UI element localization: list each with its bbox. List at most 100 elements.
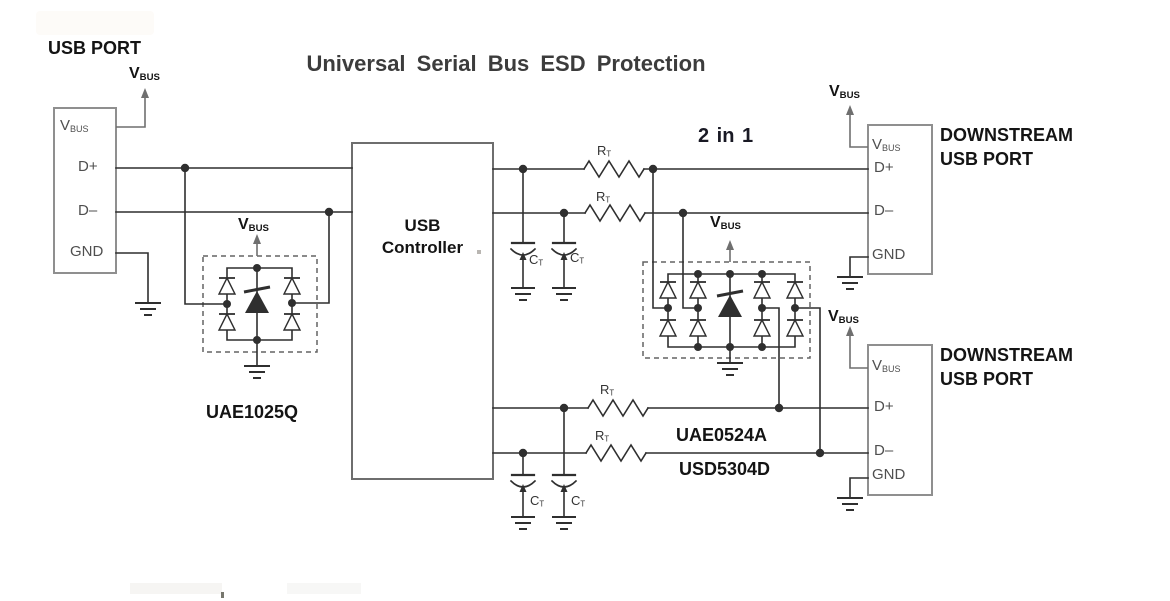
esd-right-part-number-2: USD5304D — [679, 459, 771, 479]
diode-icon — [658, 280, 678, 299]
ground-icon — [837, 276, 863, 290]
upstream-port-title: USB PORT — [48, 38, 142, 58]
two-in-one-annotation: 2 in 1 — [698, 125, 754, 147]
junction-dot — [694, 343, 702, 351]
termination-capacitors — [509, 168, 578, 518]
downstream-port-2-title: DOWNSTREAM USB PORT — [940, 343, 1073, 391]
capacitor-icon — [509, 168, 537, 289]
pin-label-dminus-downstream-2: D– — [874, 442, 894, 459]
resistor-icon — [582, 159, 646, 179]
junction-dot — [774, 403, 784, 413]
diode-icon — [217, 312, 237, 331]
ground-icon — [837, 497, 863, 511]
diode-icon — [785, 280, 805, 299]
downstream-port-1-box — [867, 124, 933, 275]
junction-dot — [518, 448, 528, 458]
resistor-ref-label: RT — [596, 189, 611, 205]
junction-dot — [180, 163, 190, 173]
junction-dot — [726, 343, 734, 351]
esd-right-dashed-box — [642, 261, 811, 359]
vbus-stubs — [116, 88, 868, 369]
capacitor-ref-label: CT — [529, 252, 544, 268]
vbus-net-label: VBUS — [710, 214, 741, 233]
junction-dots — [180, 163, 825, 458]
junction-dot — [694, 270, 702, 278]
usb-controller-label: USB Controller — [352, 215, 493, 259]
arrow-up-icon — [253, 234, 261, 244]
capacitor-icon — [550, 407, 578, 518]
ground-icon — [552, 287, 576, 301]
artifact-tick — [221, 592, 224, 598]
pin-label-gnd-downstream-1: GND — [872, 246, 906, 263]
junction-dot — [758, 304, 766, 312]
steering-diodes — [217, 276, 805, 337]
diode-icon — [752, 318, 772, 337]
pin-label-vbus-downstream-2: VBUS — [872, 357, 901, 374]
downstream-port-1-title-line2: USB PORT — [940, 149, 1034, 169]
ground-icon — [552, 516, 576, 530]
diode-icon — [785, 318, 805, 337]
junction-dot — [758, 343, 766, 351]
resistor-icon — [586, 398, 650, 418]
vbus-net-label: VBUS — [829, 83, 860, 102]
pin-label-gnd-upstream: GND — [70, 243, 104, 260]
artifact-dot — [477, 250, 481, 254]
ground-icon — [511, 287, 535, 301]
resistor-icon — [583, 203, 647, 223]
upstream-usb-port-box — [53, 107, 117, 274]
junction-dot — [559, 403, 569, 413]
termination-resistors — [582, 159, 650, 463]
junction-dot — [758, 270, 766, 278]
capacitor-icon — [550, 212, 578, 289]
capacitor-ref-label: CT — [571, 493, 586, 509]
junction-dot — [288, 299, 296, 307]
ground-icon — [717, 362, 743, 376]
junction-dot — [726, 270, 734, 278]
junction-dot — [324, 207, 334, 217]
pin-label-gnd-downstream-2: GND — [872, 466, 906, 483]
resistor-ref-label: RT — [600, 382, 615, 398]
resistor-ref-label: RT — [597, 143, 612, 159]
usb-controller-label-line2: Controller — [381, 238, 464, 257]
pin-label-dminus-upstream: D– — [78, 202, 98, 219]
arrow-up-icon — [846, 105, 854, 115]
capacitor-ref-label: CT — [570, 250, 585, 266]
diode-icon — [282, 312, 302, 331]
usb-controller-box — [351, 142, 494, 480]
downstream-port-2-title-line2: USB PORT — [940, 369, 1034, 389]
pin-label-vbus-downstream-1: VBUS — [872, 136, 901, 153]
ground-icon — [244, 365, 270, 379]
downstream-port-1-title-line1: DOWNSTREAM — [940, 125, 1073, 145]
arrow-up-icon — [846, 326, 854, 336]
pin-label-dplus-downstream-1: D+ — [874, 159, 894, 176]
junction-dot — [518, 164, 528, 174]
junction-dot — [815, 448, 825, 458]
diode-icon — [282, 276, 302, 295]
vbus-net-label: VBUS — [129, 65, 160, 84]
junction-dot — [253, 264, 261, 272]
tvs-diodes — [243, 285, 744, 317]
resistor-icon — [584, 443, 648, 463]
resistor-ref-label: RT — [595, 428, 610, 444]
diagram-title: Universal Serial Bus ESD Protection — [306, 51, 706, 76]
vbus-net-label: VBUS — [238, 216, 269, 235]
diode-icon — [217, 276, 237, 295]
esd-left-part-number: UAE1025Q — [206, 402, 299, 422]
junction-dot — [678, 208, 688, 218]
artifact-smudge — [130, 583, 222, 594]
tvs-diode-icon — [716, 289, 744, 317]
ground-symbols — [135, 276, 863, 530]
pin-label-dplus-downstream-2: D+ — [874, 398, 894, 415]
usb-controller-label-line1: USB — [404, 216, 441, 235]
arrow-up-icon — [726, 240, 734, 250]
junction-dot — [694, 304, 702, 312]
pin-label-vbus-upstream: VBUS — [60, 117, 89, 134]
ground-icon — [135, 302, 161, 316]
vbus-net-label: VBUS — [828, 308, 859, 327]
junction-dot — [664, 304, 672, 312]
diode-icon — [752, 280, 772, 299]
junction-dot — [791, 304, 799, 312]
capacitor-ref-label: CT — [530, 493, 545, 509]
